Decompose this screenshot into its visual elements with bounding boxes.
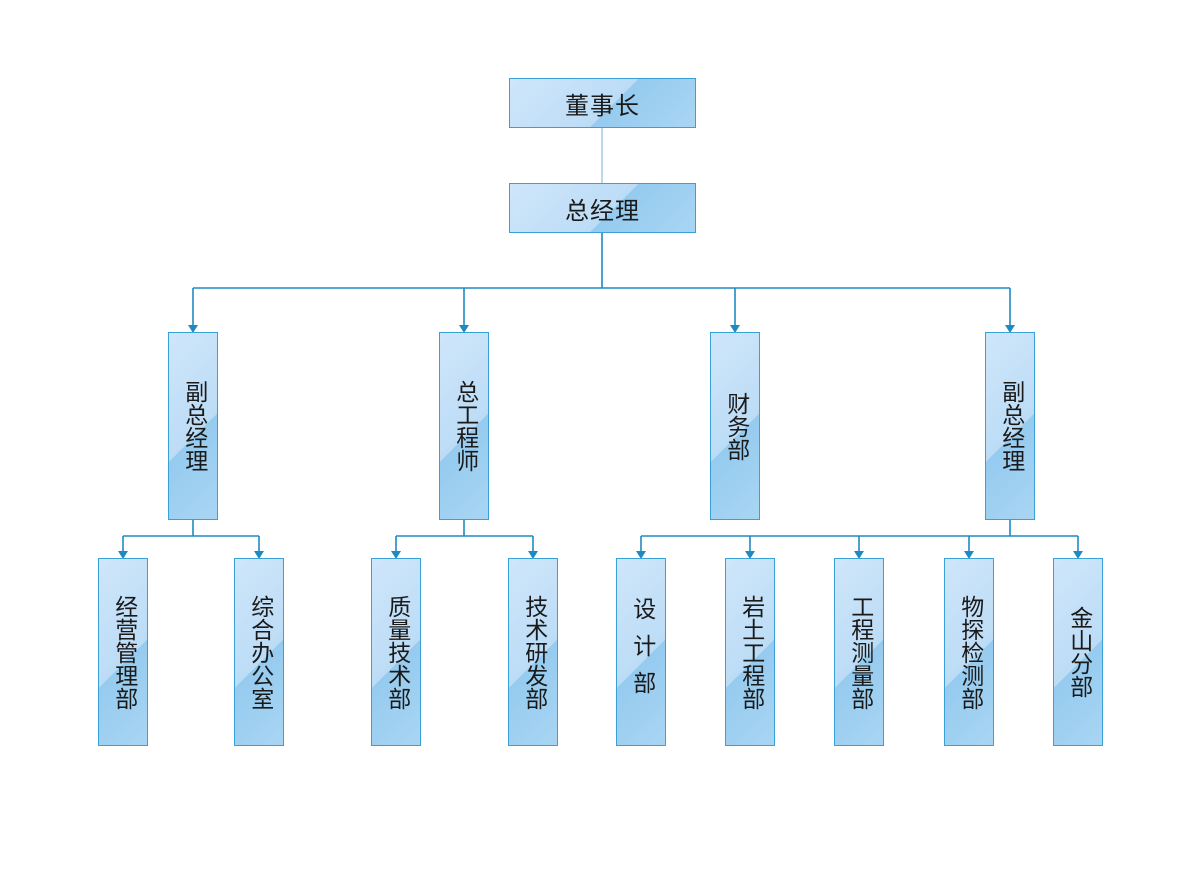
node-vice-gm-right: 副总经理 <box>985 332 1035 520</box>
node-geophysical: 物探检测部 <box>944 558 994 746</box>
arrow-to-survey <box>854 551 864 559</box>
arrow-to-finance <box>730 325 740 333</box>
node-chairman: 董事长 <box>509 78 696 128</box>
arrow-to-quality-tech <box>391 551 401 559</box>
node-jinshan-branch: 金山分部 <box>1053 558 1103 746</box>
arrow-to-vice-gm-right <box>1005 325 1015 333</box>
arrow-to-tech-rd <box>528 551 538 559</box>
arrow-to-geotech <box>745 551 755 559</box>
arrow-to-vice-gm-left <box>188 325 198 333</box>
node-general-office: 综合办公室 <box>234 558 284 746</box>
arrow-to-business-mgmt <box>118 551 128 559</box>
arrow-to-geophysical <box>964 551 974 559</box>
node-design: 设计部 <box>616 558 666 746</box>
node-survey: 工程测量部 <box>834 558 884 746</box>
arrow-to-general-office <box>254 551 264 559</box>
node-geotech: 岩土工程部 <box>725 558 775 746</box>
node-quality-tech: 质量技术部 <box>371 558 421 746</box>
node-chief-engineer: 总工程师 <box>439 332 489 520</box>
node-business-mgmt: 经营管理部 <box>98 558 148 746</box>
node-vice-gm-left: 副总经理 <box>168 332 218 520</box>
node-general-manager: 总经理 <box>509 183 696 233</box>
node-tech-rd: 技术研发部 <box>508 558 558 746</box>
arrow-to-chief-engineer <box>459 325 469 333</box>
node-finance: 财务部 <box>710 332 760 520</box>
arrow-to-design <box>636 551 646 559</box>
arrow-to-jinshan-branch <box>1073 551 1083 559</box>
